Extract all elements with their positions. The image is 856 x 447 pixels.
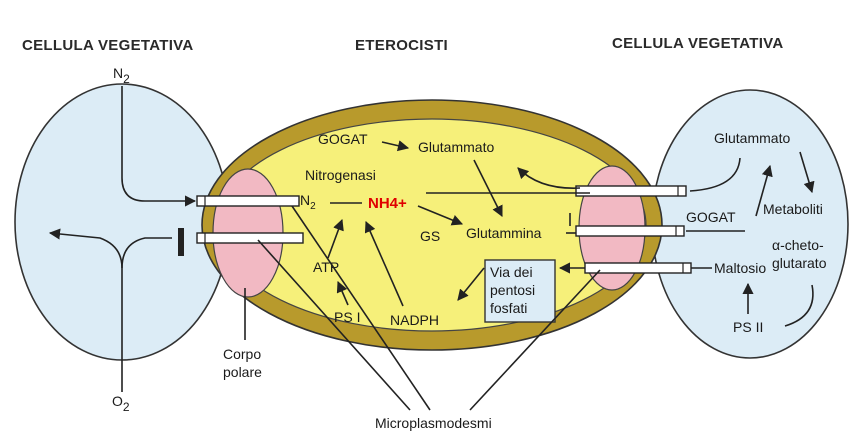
ps2-curve <box>784 284 814 327</box>
via-line-3: fosfati <box>490 300 527 316</box>
n2-influx-arrow <box>121 86 197 207</box>
alpha-chetoglutarato-line2: glutarato <box>772 255 827 271</box>
via-to-nadph-arrow <box>457 267 485 301</box>
left-channel-top <box>196 195 300 207</box>
nitrogenasi-label: Nitrogenasi <box>305 167 376 183</box>
glutammato-to-glutammina-arrow <box>473 159 503 218</box>
glutammato-right-label: Glutammato <box>714 130 790 146</box>
header-left-vegetative-cell: CELLULA VEGETATIVA <box>22 37 194 54</box>
microplasmodesmi-pointer-right <box>469 269 601 411</box>
ps1-label: PS I <box>334 309 360 325</box>
header-heterocyst: ETEROCISTI <box>355 37 448 54</box>
gogat-label: GOGAT <box>318 131 368 147</box>
right-channel-bottom <box>584 262 692 274</box>
nh4-to-glutammina-arrow <box>417 205 464 226</box>
gogat-right-label: GOGAT <box>686 209 736 225</box>
corpo-polare-line1: Corpo <box>223 346 261 362</box>
corpo-polare-line2: polare <box>223 364 262 380</box>
via-pentosi-box <box>484 259 556 323</box>
gs-label: GS <box>420 228 440 244</box>
o2-barrier <box>178 228 184 256</box>
nh4-label: NH4+ <box>368 195 407 212</box>
gogat-arrow <box>381 140 410 152</box>
via-line-2: pentosi <box>490 282 535 298</box>
right-channel-middle <box>575 225 685 237</box>
glutammato-import-arrow <box>517 167 581 189</box>
header-right-vegetative-cell: CELLULA VEGETATIVA <box>612 35 784 52</box>
glutammina-label: Glutammina <box>466 225 542 241</box>
nadph-label: NADPH <box>390 312 439 328</box>
gogat-right-arrow <box>755 164 773 217</box>
right-channel-top <box>575 185 687 197</box>
n2-top-label: N2 <box>113 65 130 86</box>
alpha-chetoglutarato-line1: α-cheto- <box>772 237 824 253</box>
glutammato-right-curve <box>689 157 741 192</box>
nadph-arrow <box>364 220 404 307</box>
via-line-1: Via dei <box>490 264 533 280</box>
maltosio-label: Maltosio <box>714 260 766 276</box>
n2-inner-label: N2 <box>300 192 316 212</box>
left-channel-bottom <box>196 232 304 244</box>
microplasmodesmi-label: Microplasmodesmi <box>375 415 492 431</box>
atp-arrow <box>327 218 344 259</box>
ps2-label: PS II <box>733 319 763 335</box>
atp-label: ATP <box>313 259 339 275</box>
metaboliti-label: Metaboliti <box>763 201 823 217</box>
glutammato-label: Glutammato <box>418 139 494 155</box>
glutammato-to-metaboliti-arrow <box>799 151 815 194</box>
ps1-arrow <box>336 280 349 306</box>
microplasmodesmi-pointer-left <box>257 239 411 411</box>
o2-bottom-label: O2 <box>112 393 130 414</box>
o2-branch-line <box>121 237 172 269</box>
microplasmodesmi-pointer-left-top <box>291 205 431 411</box>
